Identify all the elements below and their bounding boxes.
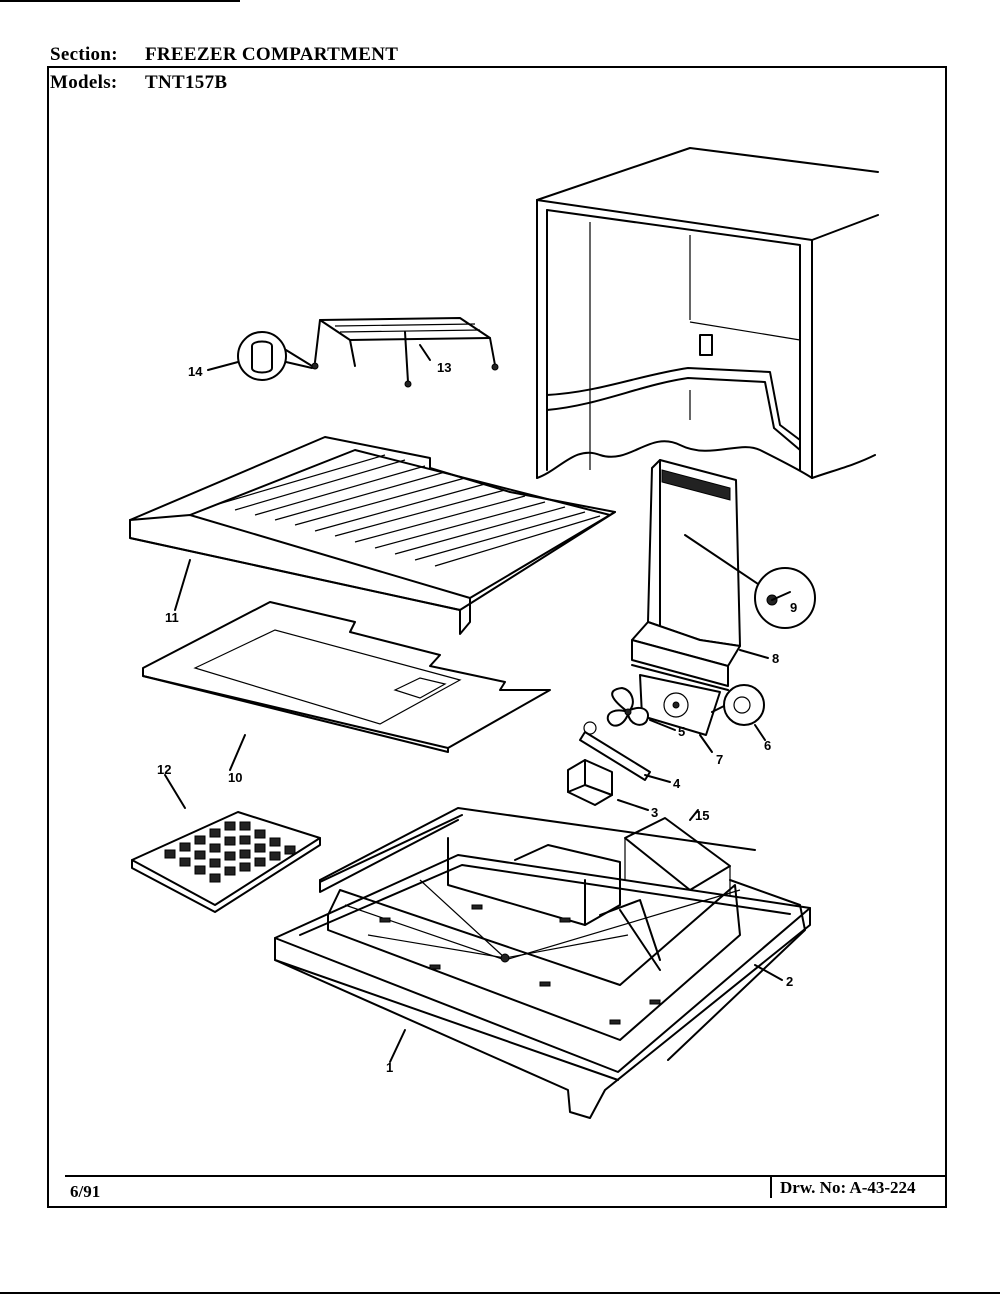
callout-15: 15 [695, 808, 709, 823]
callout-1: 1 [386, 1060, 393, 1075]
page-bottom-rule [0, 1292, 1000, 1294]
part-6-grommet [711, 684, 766, 741]
callout-11: 11 [165, 610, 179, 625]
revision-date: 6/91 [70, 1182, 101, 1201]
section-title: FREEZER COMPARTMENT [145, 44, 399, 65]
part-4-motor-bracket [579, 721, 671, 783]
top-rule [0, 0, 240, 2]
part-8-evaporator-cover [631, 459, 771, 691]
part-14-bushing [207, 331, 313, 381]
callout-12: 12 [157, 762, 171, 777]
callout-6: 6 [764, 738, 771, 753]
drawing-number: Drw. No: A-43-224 [780, 1178, 916, 1197]
part-11-freezer-shelf [129, 436, 616, 635]
callout-9: 9 [790, 600, 797, 615]
part-9-screw [754, 567, 816, 629]
part-5-fan-blade [606, 687, 676, 731]
callout-13: 13 [437, 360, 451, 375]
part-12-ice-tray [131, 774, 321, 913]
part-7-fan-bracket [639, 674, 721, 753]
freezer-cabinet [536, 147, 879, 479]
footer-divider [770, 1176, 772, 1198]
callout-7: 7 [716, 752, 723, 767]
section-label: Section: [50, 44, 118, 65]
models-label: Models: [50, 72, 118, 93]
callout-14: 14 [188, 364, 203, 379]
callout-5: 5 [678, 724, 685, 739]
callout-2: 2 [786, 974, 793, 989]
part-10-shelf-panel [142, 601, 551, 771]
callout-4: 4 [673, 776, 681, 791]
callout-3: 3 [651, 805, 658, 820]
callout-10: 10 [228, 770, 242, 785]
model-number: TNT157B [145, 72, 228, 93]
diagram-frame [47, 66, 947, 1208]
part-1-freezer-floor [274, 807, 811, 1119]
part-2-trim-strip [319, 814, 806, 1061]
callout-8: 8 [772, 651, 779, 666]
part-3-fan-motor [567, 759, 649, 811]
footer-rule [65, 1175, 945, 1177]
part-13-wire-rack [311, 317, 499, 388]
